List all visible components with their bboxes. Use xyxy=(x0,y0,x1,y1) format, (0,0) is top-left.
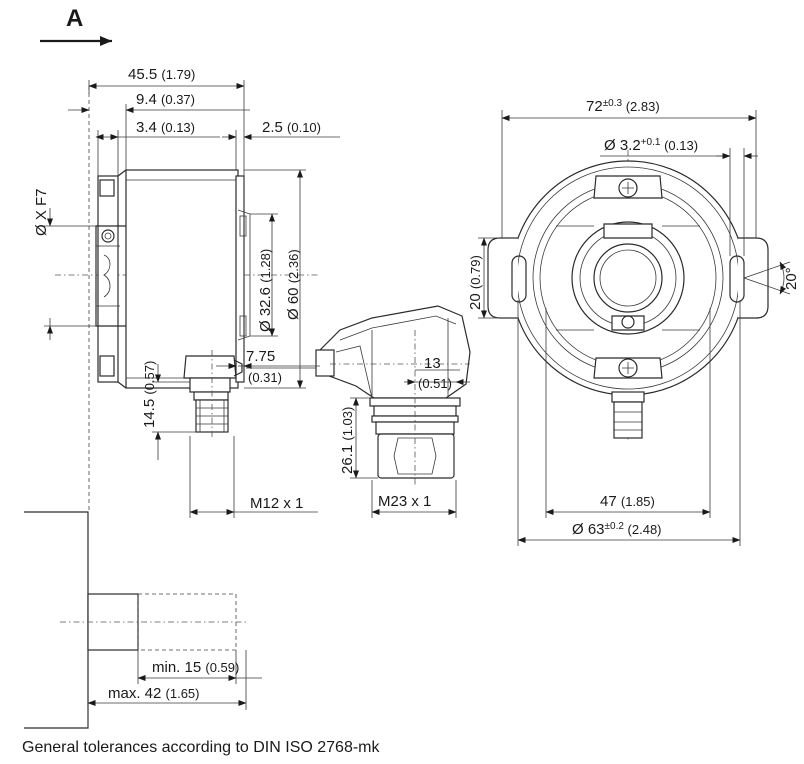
dim-13-sub: (0.51) xyxy=(418,376,452,391)
dim-45-5: 45.5 (1.79) xyxy=(128,66,195,83)
tolerance-note: General tolerances according to DIN ISO … xyxy=(22,739,381,756)
front-view xyxy=(487,150,769,440)
dim-3-2: Ø 3.2+0.1 (0.13) xyxy=(604,137,698,154)
dim-min-15: min. 15 (0.59) xyxy=(152,659,239,676)
dim-max-42: max. 42 (1.65) xyxy=(108,685,200,702)
dim-2-5: 2.5 (0.10) xyxy=(262,119,321,136)
dim-m23: M23 x 1 xyxy=(378,493,431,510)
dim-20: 20 (0.79) xyxy=(467,255,484,310)
view-a-label: A xyxy=(66,5,83,32)
shaft-detail-view xyxy=(24,511,246,729)
dim-13: 13 xyxy=(424,355,441,372)
dim-60: Ø 60 (2.36) xyxy=(285,249,302,320)
dim-9-4: 9.4 (0.37) xyxy=(136,91,195,108)
side-view xyxy=(55,86,318,510)
dim-14-5: 14.5 (0.57) xyxy=(141,361,158,428)
dim-26-1: 26.1 (1.03) xyxy=(339,407,356,474)
dim-m12: M12 x 1 xyxy=(250,495,303,512)
dim-63: Ø 63±0.2 (2.48) xyxy=(572,521,662,538)
m23-connector-view xyxy=(315,305,471,486)
dim-72: 72±0.3 (2.83) xyxy=(586,98,660,115)
view-a-marker: A xyxy=(40,5,112,46)
dimensions: 45.5 (1.79) 9.4 (0.37) 3.4 (0.13) 2.5 (0… xyxy=(33,66,800,728)
dim-20-degrees: 20° xyxy=(783,267,800,290)
dim-bore-x-f7: Ø X F7 xyxy=(33,188,50,236)
dim-7-75: 7.75 xyxy=(246,348,275,365)
dim-3-4: 3.4 (0.13) xyxy=(136,119,195,136)
dim-32-6: Ø 32.6 (1.28) xyxy=(257,249,274,332)
dim-7-75-sub: (0.31) xyxy=(248,370,282,385)
dim-47: 47 (1.85) xyxy=(600,493,655,510)
